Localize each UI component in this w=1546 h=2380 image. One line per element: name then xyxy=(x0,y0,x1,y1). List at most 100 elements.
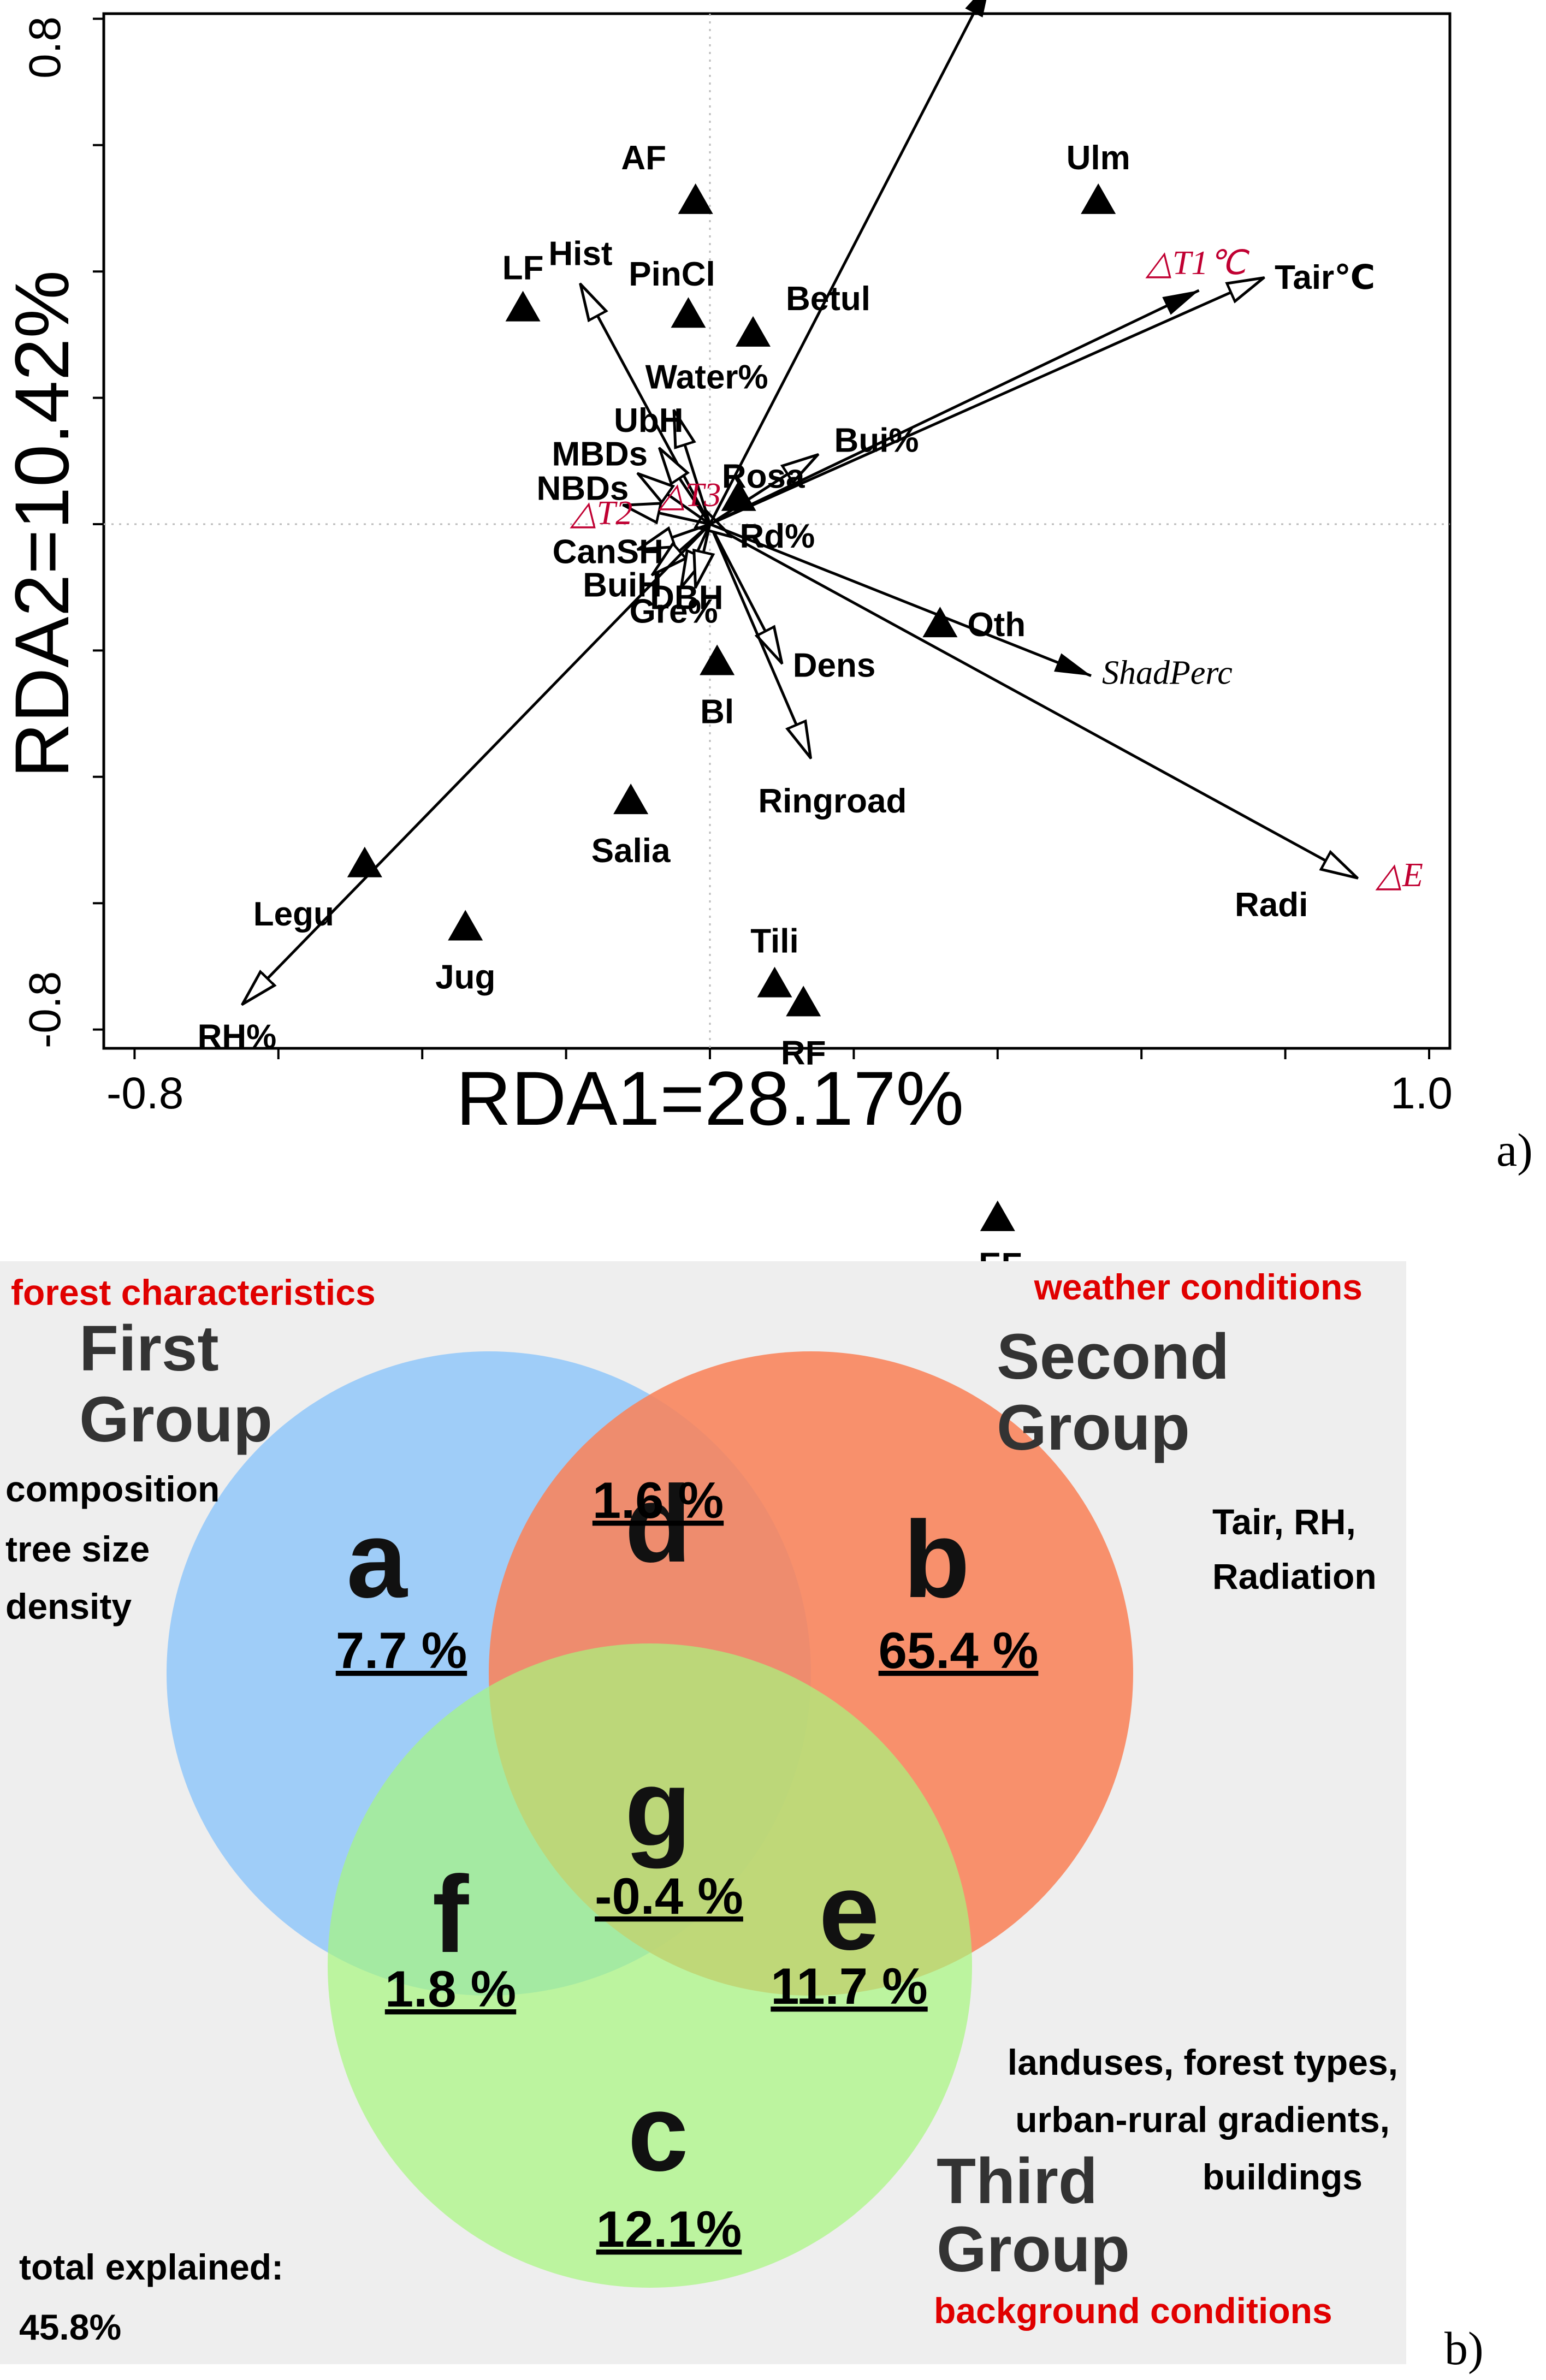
vector-water- xyxy=(674,411,712,525)
species-point-legu xyxy=(347,846,382,877)
region-f-value: 1.8 % xyxy=(385,1960,516,2017)
venn-diagram: forest characteristics weather condition… xyxy=(0,1261,1484,2375)
species-point-ef xyxy=(980,1200,1015,1231)
region-g-value: -0.4 % xyxy=(595,1867,743,1925)
response-label: △T3 xyxy=(658,477,721,514)
vector-dens xyxy=(708,523,782,663)
region-g-letter: g xyxy=(625,1747,691,1869)
response-label: △T2 xyxy=(570,495,632,532)
vector-nbds xyxy=(624,505,710,526)
response-label: ShadPerc xyxy=(1102,655,1233,692)
species-point-jug xyxy=(448,910,483,941)
venn-circle-third xyxy=(328,1643,972,2288)
region-d-value: 1.6 % xyxy=(593,1471,724,1529)
total-explained-value: 45.8% xyxy=(19,2307,121,2347)
vector-label: CanSH xyxy=(553,533,664,571)
species-point-salia xyxy=(613,784,649,815)
species-label: LF xyxy=(502,250,544,287)
species-point-pincl xyxy=(671,297,706,328)
species-label: Ulm xyxy=(1067,139,1130,177)
species-label: Tili xyxy=(750,923,798,960)
group-name-second-2: Group xyxy=(997,1392,1190,1464)
species-label: Oth xyxy=(967,606,1026,644)
vector-label: Dens xyxy=(793,647,876,685)
group-name-third-1: Third xyxy=(937,2145,1098,2217)
response-vector xyxy=(709,289,1200,526)
species-label: Legu xyxy=(253,895,334,933)
plot-frame xyxy=(102,12,1452,1050)
region-a-letter: a xyxy=(346,1499,408,1621)
response-label: △T1℃ xyxy=(1145,245,1249,282)
vector-label: UbH xyxy=(614,402,683,440)
vector-mbds xyxy=(638,473,711,526)
vector-label: MBDs xyxy=(552,435,648,473)
response-vector xyxy=(708,0,991,525)
y-axis-title: RDA2=10.42% xyxy=(0,270,85,778)
third-detail-3: buildings xyxy=(1203,2157,1363,2197)
panel-label-a: a) xyxy=(1496,1124,1533,1176)
vector-radi xyxy=(709,523,1357,878)
caption-third: background conditions xyxy=(934,2290,1332,2331)
group-name-third-2: Group xyxy=(937,2213,1130,2286)
vector-label: Tair℃ xyxy=(1275,259,1375,296)
first-detail-3: density xyxy=(5,1586,132,1627)
region-b-letter: b xyxy=(903,1499,970,1621)
species-point-oth xyxy=(922,607,958,638)
caption-second: weather conditions xyxy=(1034,1267,1363,1307)
vector-layer: Tair℃Bui%RadiDensRingroadRd%HistWater%Ub… xyxy=(198,0,1423,1055)
caption-first: forest characteristics xyxy=(11,1272,376,1313)
species-label: Betul xyxy=(786,280,870,318)
first-detail-1: composition xyxy=(5,1469,220,1509)
group-name-first-2: Group xyxy=(79,1384,273,1456)
region-e-value: 11.7 % xyxy=(771,1957,927,2015)
second-detail-2: Radiation xyxy=(1212,1556,1377,1596)
species-point-lf xyxy=(505,290,541,322)
species-point-tili xyxy=(757,966,792,998)
vector-ringroad xyxy=(708,524,810,758)
axis-ticks xyxy=(93,17,1430,1059)
species-point-rf xyxy=(786,986,821,1017)
species-label: AF xyxy=(621,139,666,177)
response-vector xyxy=(709,523,1092,678)
species-point-af xyxy=(678,183,713,214)
vector-label: Ringroad xyxy=(758,782,907,820)
third-detail-2: urban-rural gradients, xyxy=(1015,2099,1390,2140)
region-d-letter: d xyxy=(625,1463,691,1585)
first-detail-2: tree size xyxy=(5,1529,150,1569)
vector-label: Bui% xyxy=(834,422,919,460)
vector-label: Hist xyxy=(548,235,612,272)
response-label: △E xyxy=(1375,857,1423,894)
vector-label: Rd% xyxy=(740,518,815,555)
vector-gre- xyxy=(696,524,710,587)
vector-label: Radi xyxy=(1235,886,1308,924)
vector-label: Gre% xyxy=(630,593,718,631)
species-label: Rosa xyxy=(722,458,805,496)
third-detail-1: landuses, forest types, xyxy=(1008,2042,1398,2082)
group-name-second-1: Second xyxy=(997,1321,1229,1393)
species-label: Salia xyxy=(591,832,671,870)
vector-ubh xyxy=(660,448,712,525)
y-tick-bottom: -0.8 xyxy=(20,971,70,1048)
vector-label: NBDs xyxy=(537,470,629,507)
species-point-betul xyxy=(736,316,771,347)
y-tick-top: 0.8 xyxy=(20,16,70,79)
species-label: RF xyxy=(781,1034,826,1072)
region-a-value: 7.7 % xyxy=(336,1622,467,1679)
region-c-letter: c xyxy=(627,2072,688,2194)
vector-label: RH% xyxy=(198,1018,277,1055)
species-label: Jug xyxy=(435,958,495,996)
species-point-bl xyxy=(700,644,735,675)
x-axis-title: RDA1=28.17% xyxy=(456,1055,964,1141)
region-b-value: 65.4 % xyxy=(879,1622,1039,1679)
region-e-letter: e xyxy=(819,1851,879,1973)
x-tick-left: -0.8 xyxy=(106,1069,183,1118)
rda-biplot: Tair℃Bui%RadiDensRingroadRd%HistWater%Ub… xyxy=(0,0,1533,1284)
species-point-rosa xyxy=(721,480,756,511)
vector-rh- xyxy=(242,523,711,1004)
species-point-ulm xyxy=(1081,183,1116,214)
x-tick-right: 1.0 xyxy=(1390,1069,1453,1118)
panel-label-b: b) xyxy=(1444,2322,1484,2375)
